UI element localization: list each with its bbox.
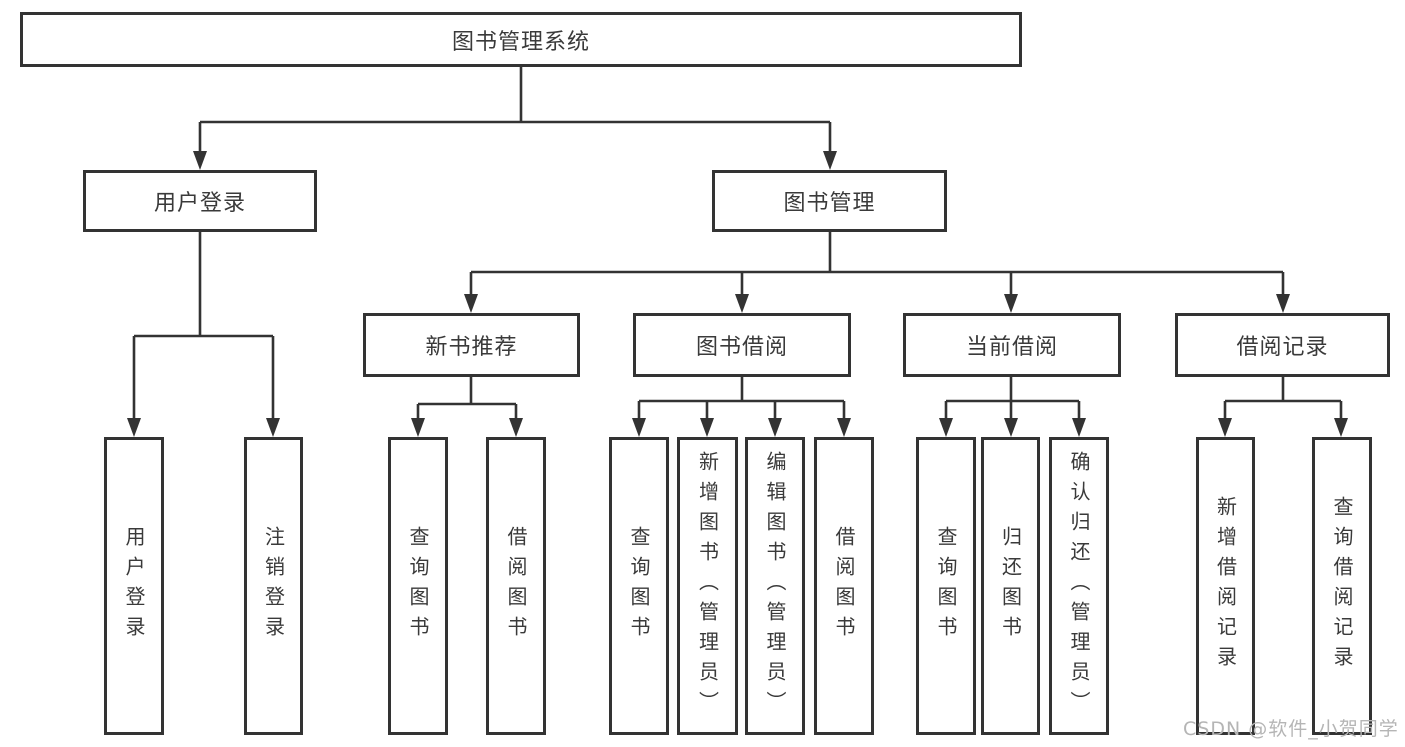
leaf-records-add-record: 新增借阅记录 — [1196, 437, 1255, 735]
leaf-newbook-query-books: 查询图书 — [388, 437, 448, 735]
node-label: 借阅图书 — [832, 526, 856, 646]
leaf-user-login: 用户登录 — [104, 437, 164, 735]
node-label: 确认归还（管理员） — [1067, 451, 1091, 721]
node-current-borrowing: 当前借阅 — [903, 313, 1121, 377]
node-label: 查询图书 — [406, 526, 430, 646]
node-label: 图书借阅 — [695, 335, 788, 360]
node-label: 新增借阅记录 — [1213, 496, 1238, 676]
leaf-current-return-books: 归还图书 — [981, 437, 1040, 735]
node-label: 图书管理系统 — [451, 29, 590, 55]
node-label: 编辑图书（管理员） — [763, 451, 787, 721]
node-label: 当前借阅 — [965, 335, 1058, 360]
leaf-records-query-record: 查询借阅记录 — [1312, 437, 1372, 735]
leaf-borrow-borrow-books: 借阅图书 — [814, 437, 874, 735]
node-borrowing-records: 借阅记录 — [1175, 313, 1390, 377]
node-label: 查询借阅记录 — [1330, 496, 1354, 676]
leaf-current-query-books: 查询图书 — [916, 437, 976, 735]
node-label: 查询图书 — [934, 526, 958, 646]
node-label: 归还图书 — [998, 526, 1023, 646]
node-new-book-recommend: 新书推荐 — [363, 313, 580, 377]
leaf-newbook-borrow-books: 借阅图书 — [486, 437, 546, 735]
node-user-login: 用户登录 — [83, 170, 317, 232]
node-book-management: 图书管理 — [712, 170, 947, 232]
node-label: 借阅记录 — [1236, 335, 1329, 360]
csdn-watermark: CSDN @软件_小贺同学 — [1183, 718, 1399, 740]
node-label: 注销登录 — [261, 526, 286, 646]
leaf-borrow-edit-books-admin: 编辑图书（管理员） — [745, 437, 805, 735]
leaf-current-confirm-return-admin: 确认归还（管理员） — [1049, 437, 1109, 735]
leaf-logout: 注销登录 — [244, 437, 303, 735]
leaf-borrow-add-books-admin: 新增图书（管理员） — [677, 437, 738, 735]
node-label: 查询图书 — [627, 526, 651, 646]
arrowhead-icons — [127, 151, 1348, 437]
node-library-management-system: 图书管理系统 — [20, 12, 1022, 67]
node-label: 新书推荐 — [425, 335, 518, 360]
node-label: 用户登录 — [122, 526, 146, 646]
node-book-borrowing: 图书借阅 — [633, 313, 851, 377]
node-label: 借阅图书 — [504, 526, 528, 646]
node-label: 图书管理 — [783, 191, 876, 216]
node-label: 新增图书（管理员） — [695, 451, 720, 721]
leaf-borrow-query-books: 查询图书 — [609, 437, 669, 735]
node-label: 用户登录 — [153, 191, 246, 216]
